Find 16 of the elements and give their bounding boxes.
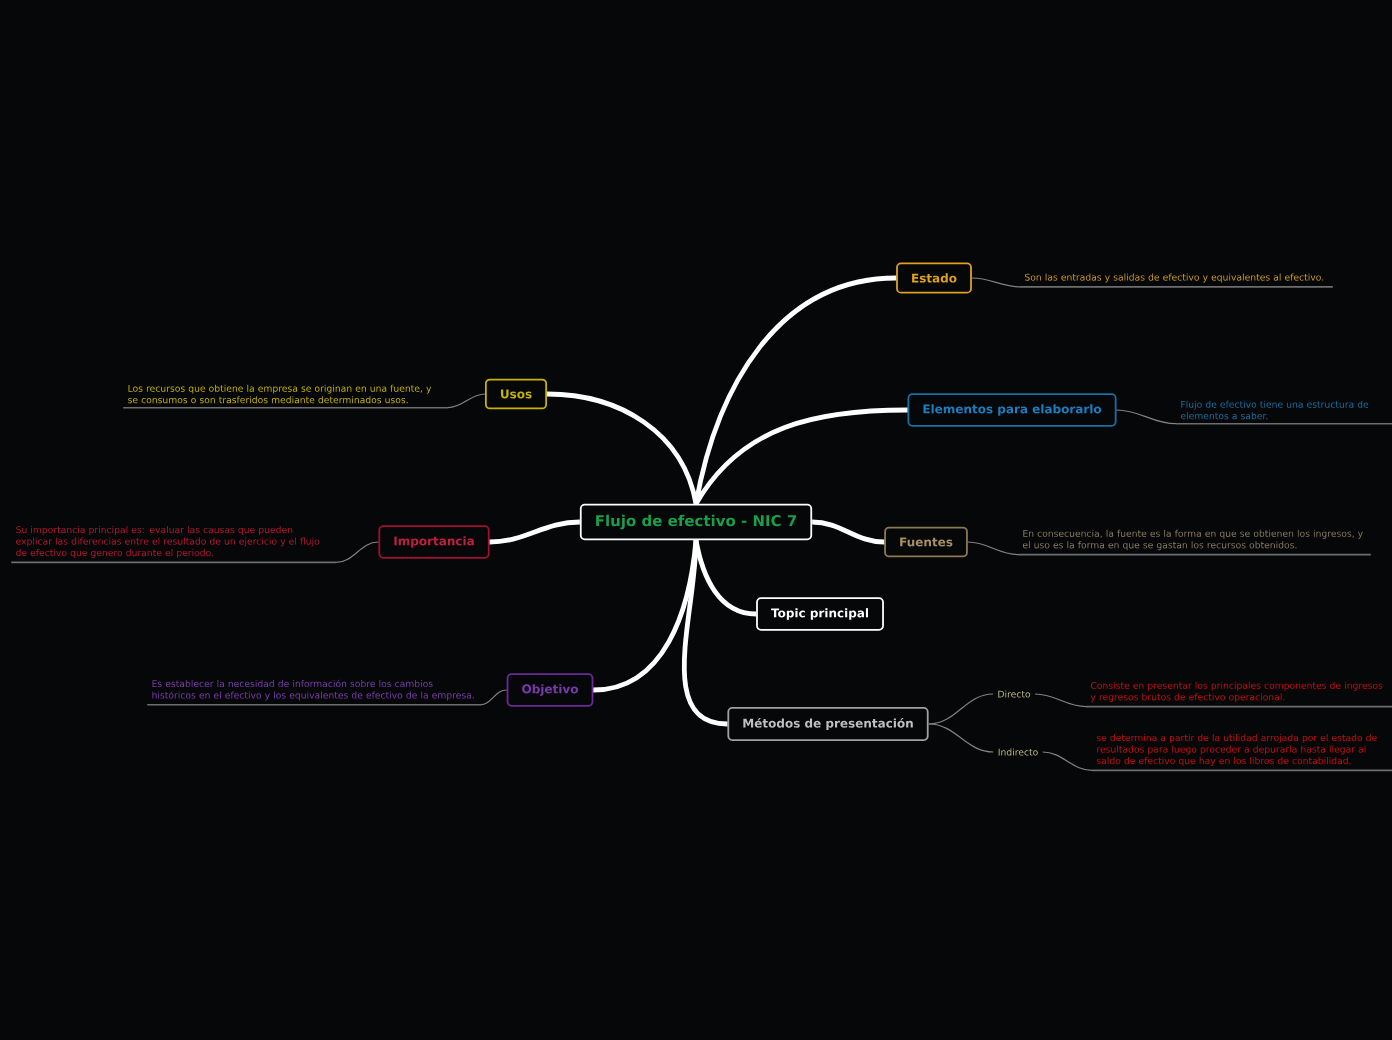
branch-line [694,407,908,506]
branch-line [335,541,379,563]
branch-line [1034,693,1087,708]
branch-line [928,723,994,753]
branch-line [593,539,699,693]
branch-line [1115,409,1177,425]
branch-line [489,519,580,545]
branch-line [1042,751,1093,771]
branch-line [967,541,1019,556]
branch-line [812,519,885,545]
branch-line [479,689,508,706]
branch-line [971,277,1021,288]
branch-line [693,539,757,617]
branch-line [928,693,994,725]
branch-line [546,391,699,505]
branch-line [447,393,486,409]
